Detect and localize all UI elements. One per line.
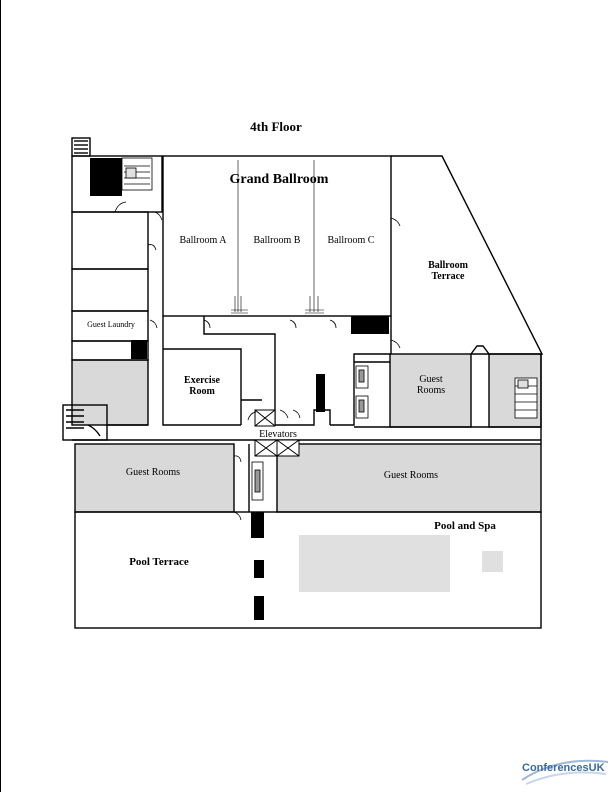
dash-1 xyxy=(251,512,264,538)
exercise-room-label-1: Exercise xyxy=(184,375,220,386)
ballroom-b-label: Ballroom B xyxy=(253,235,301,246)
west-room-3 xyxy=(71,268,149,312)
shaft-top xyxy=(90,158,122,196)
ballroom-terrace-label-2: Terrace xyxy=(431,271,465,282)
logo-text: ConferencesUK xyxy=(522,762,605,774)
guest-rooms-south-label: Guest Rooms xyxy=(383,470,439,481)
shaft-laundry xyxy=(131,340,147,359)
ballroom-a-label: Ballroom A xyxy=(179,235,227,246)
dash-2 xyxy=(254,560,264,578)
logo-text-2: UK xyxy=(588,762,605,774)
pool-terrace-outline xyxy=(74,511,542,629)
elevators-label: Elevators xyxy=(259,429,297,440)
exercise-room-label-2: Room xyxy=(189,386,215,397)
west-service-room-fill xyxy=(71,359,149,426)
logo-swoosh-icon xyxy=(521,759,609,785)
floor-title: 4th Floor xyxy=(250,119,302,134)
guest-laundry-label: Guest Laundry xyxy=(87,320,135,329)
guest-rooms-west-fill xyxy=(74,443,235,513)
pool-and-spa-label: Pool and Spa xyxy=(434,520,496,532)
pool-terrace-label: Pool Terrace xyxy=(129,556,189,568)
spa-fill xyxy=(482,551,503,572)
guest-rooms-east-label-1: Guest xyxy=(419,374,443,385)
pool-fill xyxy=(299,535,450,592)
grand-ballroom-outline xyxy=(162,155,392,317)
conferences-uk-logo: ConferencesUK xyxy=(518,754,612,788)
guest-rooms-west-label: Guest Rooms xyxy=(125,467,181,478)
logo-text-1: Conferences xyxy=(522,762,589,774)
shaft-corridor xyxy=(316,374,325,412)
ballroom-terrace-outline xyxy=(391,155,544,355)
west-room-2 xyxy=(71,211,149,270)
page-left-border xyxy=(0,0,1,792)
shaft-ballroom xyxy=(351,316,389,334)
guest-rooms-east-label-2: Rooms xyxy=(416,385,446,396)
grand-ballroom-label: Grand Ballroom xyxy=(229,172,329,187)
ballroom-c-label: Ballroom C xyxy=(327,235,375,246)
ballroom-terrace-label-1: Ballroom xyxy=(428,260,468,271)
dash-3 xyxy=(254,596,264,620)
